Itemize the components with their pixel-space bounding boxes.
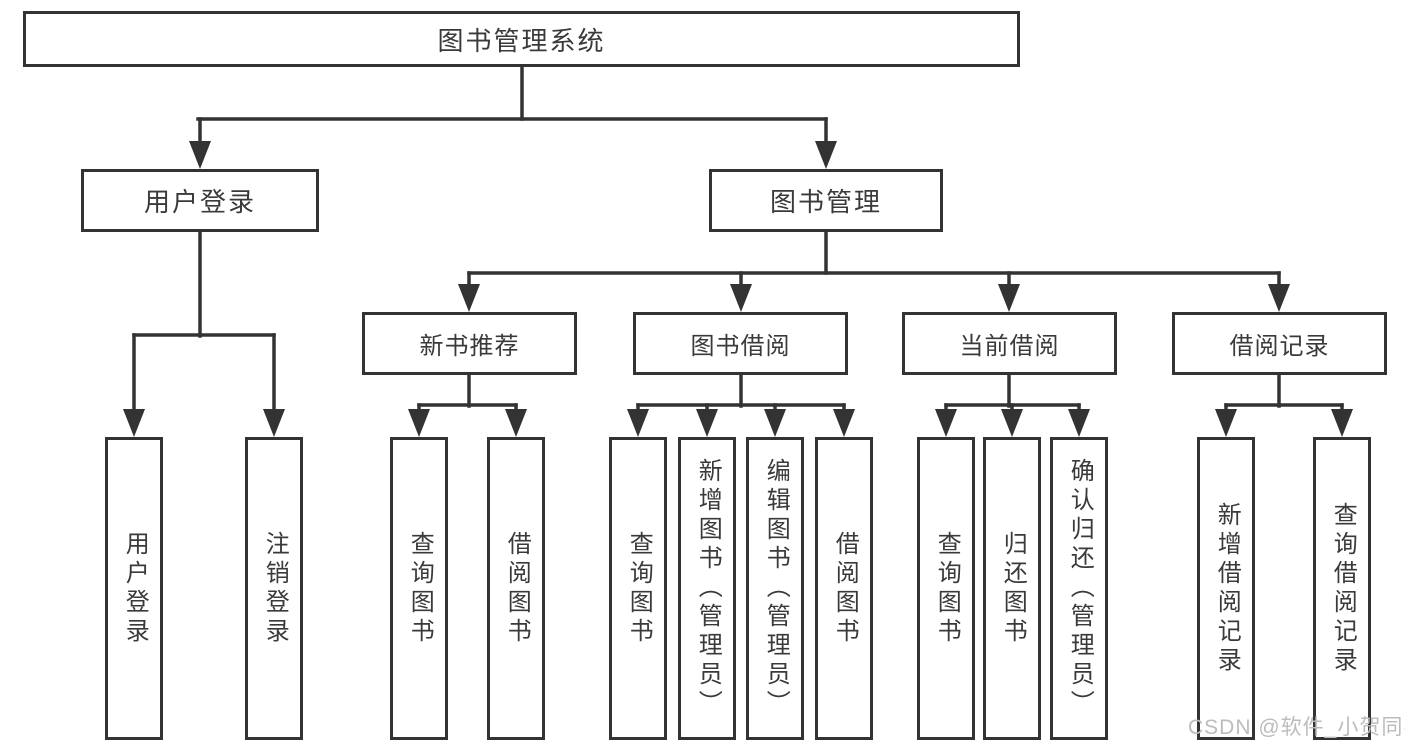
leaf-user-login: 用户登录 (105, 437, 163, 740)
connector-borrow-leaves (627, 372, 855, 437)
node-root: 图书管理系统 (23, 11, 1020, 67)
connector-recommend-leaves (408, 372, 527, 437)
leaf-borrow-add-books-admin: 新增图书（管理员） (678, 437, 736, 740)
connector-root-to-level2 (189, 64, 837, 169)
connector-management-to-level3 (458, 229, 1290, 312)
leaf-records-query-record: 查询借阅记录 (1313, 437, 1371, 740)
connector-current-leaves (935, 372, 1090, 437)
node-borrow-records: 借阅记录 (1172, 312, 1387, 375)
leaf-current-confirm-return-admin: 确认归还（管理员） (1050, 437, 1108, 740)
node-book-management: 图书管理 (709, 169, 943, 232)
leaf-borrow-query-books: 查询图书 (609, 437, 667, 740)
leaf-current-query-books: 查询图书 (917, 437, 975, 740)
leaf-current-return-books: 归还图书 (983, 437, 1041, 740)
node-current-borrow: 当前借阅 (902, 312, 1117, 375)
leaf-borrow-borrow-books: 借阅图书 (815, 437, 873, 740)
leaf-recommend-query-books: 查询图书 (390, 437, 448, 740)
watermark: CSDN @软件_小贺同学 (1188, 716, 1405, 739)
connector-user-login-leaves (123, 229, 285, 437)
connector-records-leaves (1215, 372, 1353, 437)
node-book-borrow: 图书借阅 (633, 312, 848, 375)
node-user-login: 用户登录 (81, 169, 319, 232)
leaf-records-add-record: 新增借阅记录 (1197, 437, 1255, 740)
leaf-recommend-borrow-books: 借阅图书 (487, 437, 545, 740)
leaf-logout: 注销登录 (245, 437, 303, 740)
leaf-borrow-edit-books-admin: 编辑图书（管理员） (746, 437, 804, 740)
node-new-book-recommend: 新书推荐 (362, 312, 577, 375)
